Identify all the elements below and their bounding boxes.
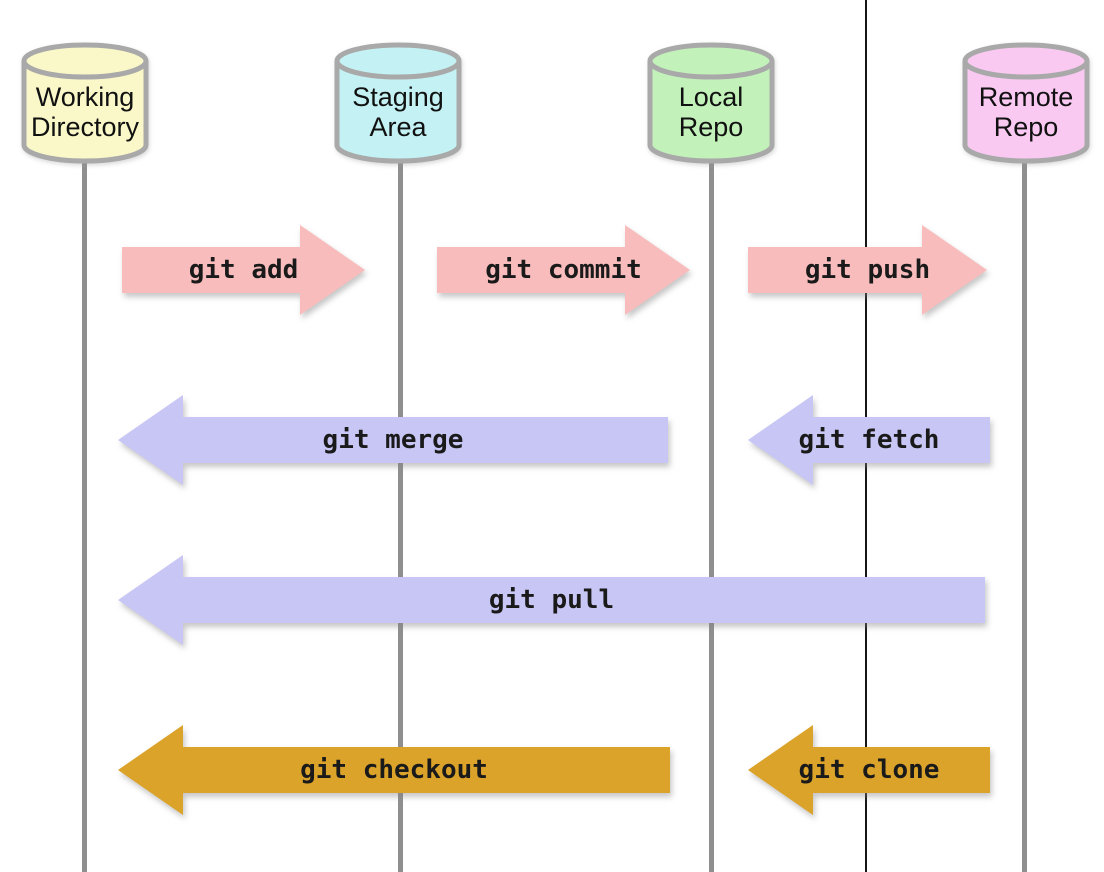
lifeline-remote-repo <box>1022 158 1027 872</box>
arrow-git-clone: git clone <box>748 725 990 815</box>
lifeline-staging-area <box>398 158 403 872</box>
arrow-git-fetch: git fetch <box>748 395 990 485</box>
database-cylinder-icon <box>21 42 149 164</box>
left-arrow-shape <box>748 395 990 485</box>
cylinder-remote-repo: Remote Repo <box>961 40 1091 168</box>
arrow-label: git merge <box>322 425 464 455</box>
cylinder-working-directory: Working Directory <box>20 40 150 168</box>
arrow-label: git checkout <box>300 755 488 785</box>
database-cylinder-icon <box>334 42 462 164</box>
cylinder-local-repo: Local Repo <box>646 40 776 168</box>
arrow-git-add: git add <box>122 225 365 315</box>
left-arrow-shape <box>118 725 670 815</box>
database-cylinder-icon <box>647 42 775 164</box>
cylinder-label: Remote Repo <box>978 81 1074 143</box>
arrow-git-pull: git pull <box>118 555 985 645</box>
cylinder-label: Working Directory <box>30 81 139 143</box>
lifeline-working-directory <box>82 158 87 872</box>
lifeline-local-repo <box>709 158 714 872</box>
arrow-label: git commit <box>485 255 642 285</box>
arrow-git-push: git push <box>748 225 987 315</box>
cylinder-label: Local Repo <box>678 81 744 143</box>
cylinder-label: Staging Area <box>352 81 444 143</box>
left-arrow-shape <box>748 725 990 815</box>
arrow-git-merge: git merge <box>118 395 668 485</box>
left-arrow-shape <box>118 395 668 485</box>
database-cylinder-icon <box>962 42 1090 164</box>
arrow-label: git clone <box>798 755 940 785</box>
right-arrow-shape <box>748 225 987 315</box>
right-arrow-shape <box>437 225 690 315</box>
arrow-git-commit: git commit <box>437 225 690 315</box>
arrow-label: git fetch <box>798 425 940 455</box>
arrow-git-checkout: git checkout <box>118 725 670 815</box>
left-arrow-shape <box>118 555 985 645</box>
right-arrow-shape <box>122 225 365 315</box>
arrow-label: git push <box>804 255 931 285</box>
cylinder-staging-area: Staging Area <box>333 40 463 168</box>
arrow-label: git add <box>188 255 299 285</box>
arrow-label: git pull <box>488 585 615 615</box>
